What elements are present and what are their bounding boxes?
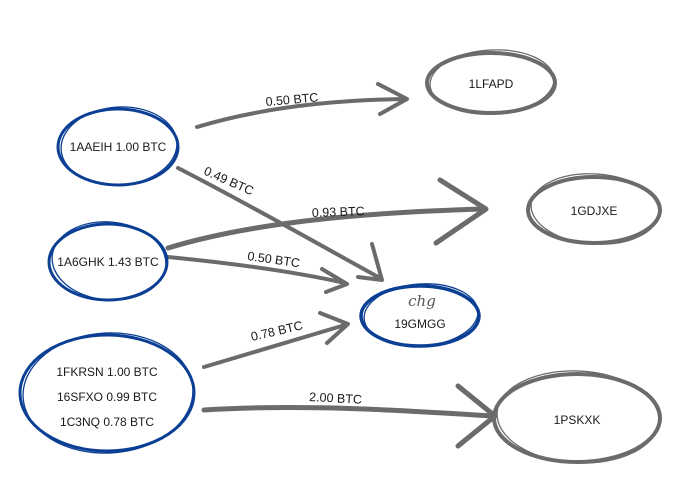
node-label-line-3: 1C3NQ 0.78 BTC (60, 415, 154, 429)
change-note: chg (408, 292, 436, 310)
arrow-head (376, 82, 409, 116)
edge-1a6ghk-to-1gdjxe: 0.93 BTC (165, 177, 489, 251)
output-node-1gdjxe: 1GDJXE (526, 173, 662, 245)
node-label-line-1: 1FKRSN 1.00 BTC (56, 365, 158, 379)
node-ellipse-sketch (60, 106, 178, 186)
input-node-1aaeih: 1AAEIH 1.00 BTC (56, 106, 180, 187)
output-node-1lfapd: 1LFAPD (425, 49, 557, 115)
node-ellipse-sketch (22, 332, 194, 454)
node-label: 19GMGG (394, 317, 445, 331)
edge-1aaeih-to-1lfapd: 0.50 BTC (195, 82, 409, 129)
input-nodes: 1AAEIH 1.00 BTC 1A6GHK 1.43 BTC 1FKRSN 1… (18, 106, 196, 454)
output-node-1pskxk: 1PSKXK (492, 370, 662, 464)
edges: 0.50 BTC 0.49 BTC 0.93 BTC 0.50 BTC 0.78… (165, 82, 498, 449)
arrow-head (356, 242, 384, 282)
node-label: 1PSKXK (554, 413, 601, 427)
arrow-head (320, 267, 349, 294)
node-ellipse (526, 175, 662, 245)
edge-label: 2.00 BTC (309, 390, 362, 407)
node-ellipse-sketch (51, 221, 167, 301)
input-node-group3: 1FKRSN 1.00 BTC 16SFXO 0.99 BTC 1C3NQ 0.… (18, 332, 196, 454)
edge-label: 0.93 BTC (312, 204, 365, 220)
edge-1a6ghk-to-19gmgg: 0.50 BTC (166, 249, 349, 294)
input-node-1a6ghk: 1A6GHK 1.43 BTC (47, 221, 169, 302)
node-ellipse-sketch (496, 370, 660, 464)
arrow-head (318, 311, 350, 345)
node-ellipse (492, 372, 662, 464)
node-ellipse-sketch (530, 173, 660, 245)
edge-group3-to-1pskxk: 2.00 BTC (201, 383, 498, 449)
output-nodes: 1LFAPD 1GDJXE chg 19GMGG 1PSKXK (359, 49, 662, 464)
node-ellipse-sketch (429, 49, 555, 115)
arrow-shaft (202, 323, 347, 369)
arrow-shaft (201, 405, 495, 419)
node-label: 1AAEIH 1.00 BTC (70, 140, 167, 154)
node-label: 1LFAPD (469, 77, 514, 91)
arrow-head (433, 177, 489, 246)
edge-label: 0.50 BTC (265, 90, 319, 109)
arrow-shaft (166, 255, 347, 285)
node-label: 1A6GHK 1.43 BTC (57, 255, 159, 269)
arrow-shaft (195, 97, 407, 129)
node-label: 1GDJXE (571, 204, 618, 218)
node-label-line-2: 16SFXO 0.99 BTC (57, 390, 157, 404)
edge-group3-to-19gmgg: 0.78 BTC (202, 311, 350, 369)
node-ellipse-sketch (363, 283, 479, 347)
node-ellipse (18, 333, 196, 453)
node-ellipse (425, 51, 557, 115)
arrow-shaft (165, 206, 487, 251)
output-node-19gmgg: chg 19GMGG (359, 283, 481, 348)
